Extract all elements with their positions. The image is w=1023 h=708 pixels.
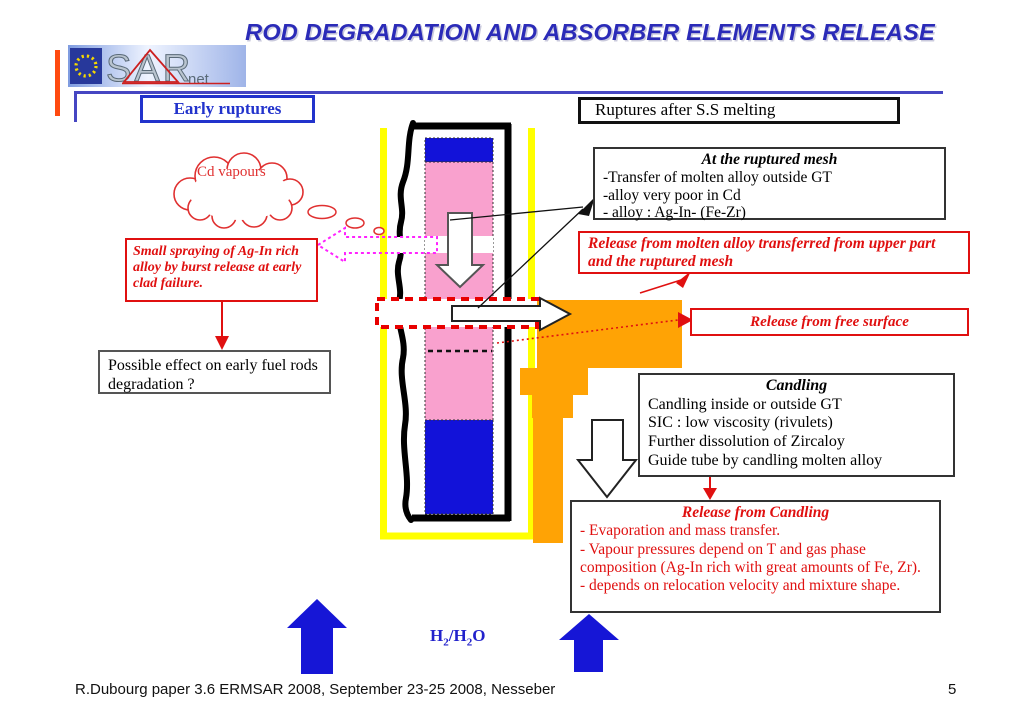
candling-line-4: Guide tube by candling molten alloy [648, 451, 883, 469]
logo-text-sub: net [188, 71, 210, 87]
possible-effect-box: Possible effect on early fuel rods degra… [98, 350, 331, 394]
ruptured-mesh-line-2: -alloy very poor in Cd [603, 186, 741, 204]
steam-up-arrow-left [287, 599, 347, 674]
ruptured-mesh-box: At the ruptured mesh -Transfer of molten… [593, 147, 946, 222]
molten-pointer-line [639, 279, 682, 294]
h2-h2o-label: H2/H2O [430, 626, 485, 648]
rod-diagram [307, 120, 693, 543]
steam-up-arrow-right [559, 614, 619, 672]
release-candling-line-1: - Evaporation and mass transfer. [580, 522, 781, 540]
ruptures-after-ss-melting-label: Ruptures after S.S melting [578, 97, 900, 124]
candling-box: Candling Candling inside or outside GT S… [638, 373, 955, 477]
molten-alloy-orange [520, 300, 682, 543]
header-rule-horizontal [75, 91, 943, 94]
ruptured-mesh-line-1: -Transfer of molten alloy outside GT [603, 168, 832, 186]
page-title: ROD DEGRADATION AND ABSORBER ELEMENTS RE… [245, 19, 935, 45]
small-spraying-box: Small spraying of Ag-In rich alloy by bu… [125, 238, 318, 302]
header-rule-vertical [74, 91, 77, 122]
release-candling-box: Release from Candling - Evaporation and … [570, 500, 941, 613]
free-surface-dotted-line [496, 319, 679, 344]
cd-vapours-label: Cd vapours [197, 164, 266, 180]
left-accent-bar [55, 50, 60, 116]
h2-sub: 2 [466, 636, 473, 649]
ruptured-mesh-line-3: - alloy : Ag-In- (Fe-Zr) [603, 204, 746, 222]
absorber-top-blue [424, 137, 494, 163]
release-candling-line-2: - Vapour pressures depend on T and gas p… [580, 540, 921, 576]
absorber-bottom-blue [424, 419, 494, 515]
spray-arrow-dashed [316, 226, 438, 264]
page-number: 5 [948, 681, 957, 698]
candling-line-2: SIC : low viscosity (rivulets) [648, 414, 833, 432]
mesh-pointer-arrowhead [578, 197, 595, 216]
mesh-pointer-lines [449, 206, 584, 309]
candling-line-3: Further dissolution of Zircaloy [648, 433, 845, 451]
spray-arrow-fill [318, 228, 437, 262]
release-free-surface-box: Release from free surface [690, 308, 969, 336]
candling-line-1: Candling inside or outside GT [648, 395, 842, 413]
ruptured-mesh-title: At the ruptured mesh [701, 151, 838, 168]
outflow-right-arrow [451, 296, 573, 332]
spray-to-effect-arrow [215, 300, 229, 350]
sarnet-logo-graphic: SAR net [68, 45, 246, 87]
cloud-trail-bubbles [307, 204, 385, 236]
h2-sub: 2 [443, 636, 449, 649]
h2-part: O [472, 626, 486, 645]
release-molten-box: Release from molten alloy transferred fr… [578, 231, 970, 274]
h2-part: /H [448, 626, 467, 645]
candling-title: Candling [765, 377, 828, 394]
guide-tube-yellow [380, 128, 535, 540]
release-candling-line-3: - depends on relocation velocity and mix… [580, 577, 901, 595]
candling-to-release-arrow [703, 477, 717, 500]
release-candling-title: Release from Candling [681, 504, 830, 521]
sarnet-logo: SAR net [68, 45, 246, 87]
candling-down-arrow [575, 419, 639, 499]
logo-red-triangle [122, 48, 180, 83]
relocation-down-arrow [434, 212, 486, 289]
free-surface-arrowhead [678, 312, 693, 328]
h2-part: H [430, 626, 444, 645]
molten-pointer-arrowhead [676, 271, 691, 288]
footer-text: R.Dubourg paper 3.6 ERMSAR 2008, Septemb… [75, 681, 556, 698]
eu-flag-stars [74, 54, 98, 78]
cd-vapours-cloud [173, 152, 304, 229]
early-ruptures-label: Early ruptures [140, 95, 315, 123]
absorber-pink [424, 161, 494, 421]
